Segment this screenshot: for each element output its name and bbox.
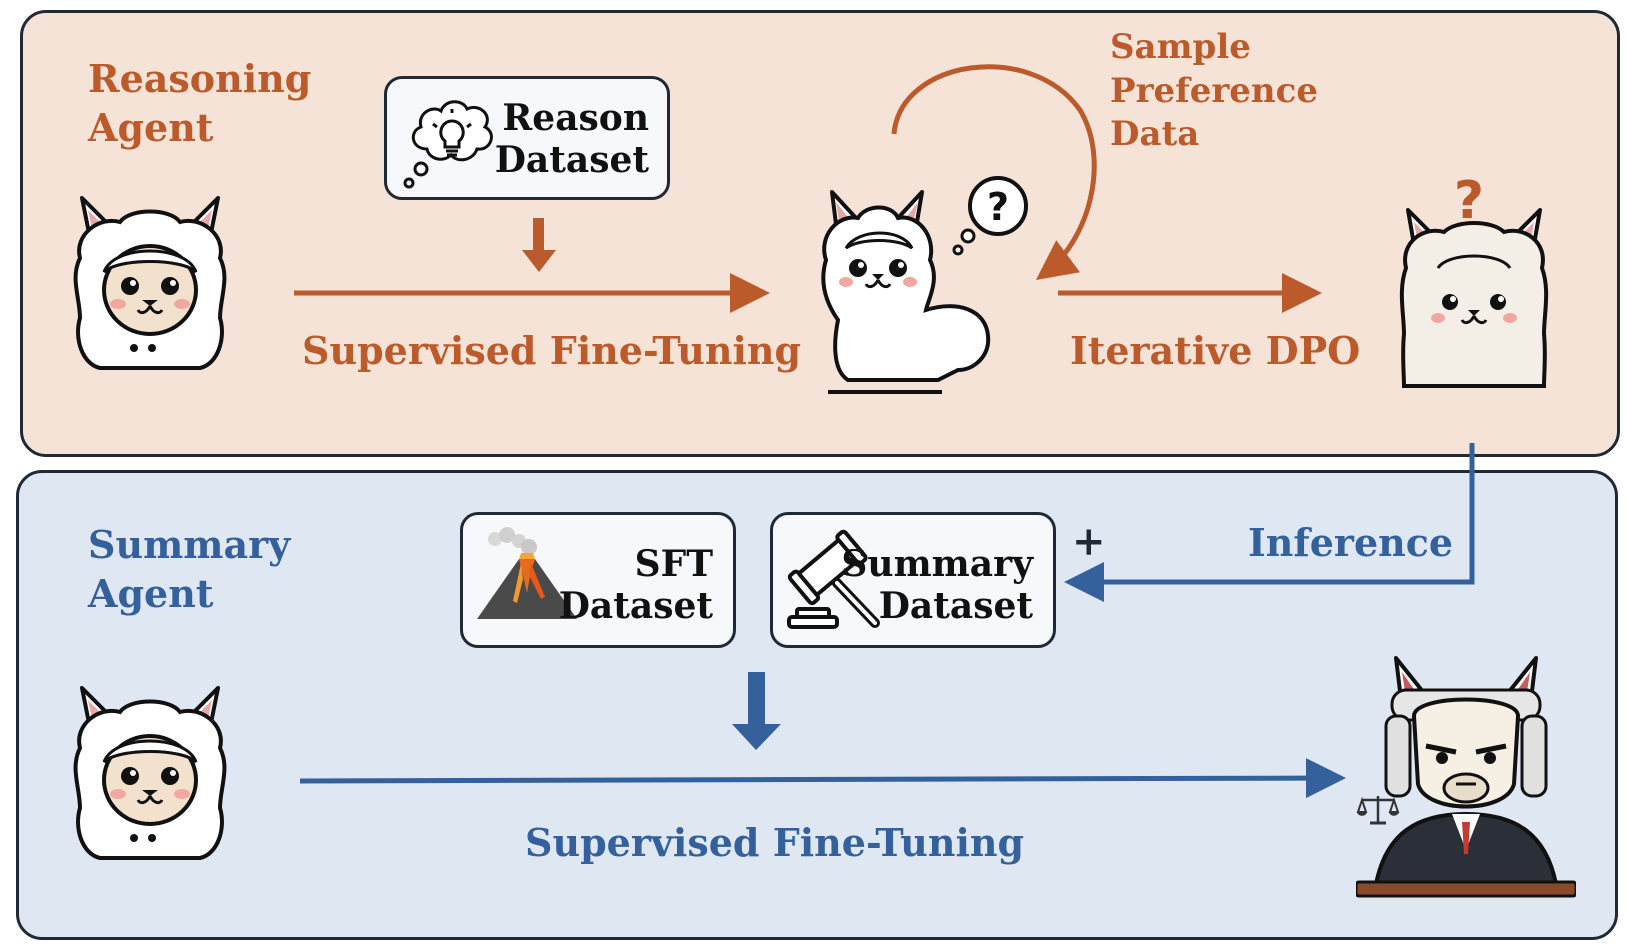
svg-text:?: ? (1454, 171, 1484, 228)
reason-down-arrow (522, 218, 556, 272)
inference-label: Inference (1248, 520, 1454, 565)
summary-agent-label: Summary Agent (88, 522, 291, 617)
sft-dataset-label: SFT Dataset (558, 543, 713, 628)
reason-dataset-label: Reason Dataset (494, 97, 649, 182)
question-bubble-icon: ? (952, 176, 1028, 256)
reasoning-panel (20, 10, 1620, 457)
llama-icon (73, 686, 227, 860)
volcano-icon (477, 527, 577, 619)
svg-text:?: ? (987, 185, 1009, 229)
llama-icon (73, 196, 227, 370)
reason-dataset-box: Reason Dataset (384, 76, 670, 200)
summary-dataset-label: Summary Dataset (841, 543, 1033, 628)
plus-sign: + (1072, 518, 1106, 565)
sft-dataset-box: SFT Dataset (460, 512, 736, 648)
thought-bulb-icon (403, 100, 493, 189)
sample-loop-arrow (891, 64, 1097, 280)
judge-llama-icon (1356, 656, 1576, 898)
sft-arrow-bottom (299, 758, 1346, 799)
reasoning-agent-label: Reasoning Agent (88, 56, 312, 151)
sample-preference-label: Sample Preference Data (1110, 27, 1318, 155)
iterative-dpo-label: Iterative DPO (1070, 328, 1361, 373)
summary-down-arrow (732, 672, 781, 750)
gavel-icon (787, 529, 880, 629)
llama-icon (1399, 208, 1549, 388)
scales-icon (1356, 796, 1400, 825)
question-mark-icon: ? (1454, 171, 1484, 228)
inference-connector (1064, 443, 1475, 602)
sft-label-bottom: Supervised Fine-Tuning (525, 820, 1025, 865)
summary-dataset-box: Summary Dataset (770, 512, 1056, 648)
sft-label-top: Supervised Fine-Tuning (302, 328, 802, 373)
llama-icon (821, 190, 991, 394)
